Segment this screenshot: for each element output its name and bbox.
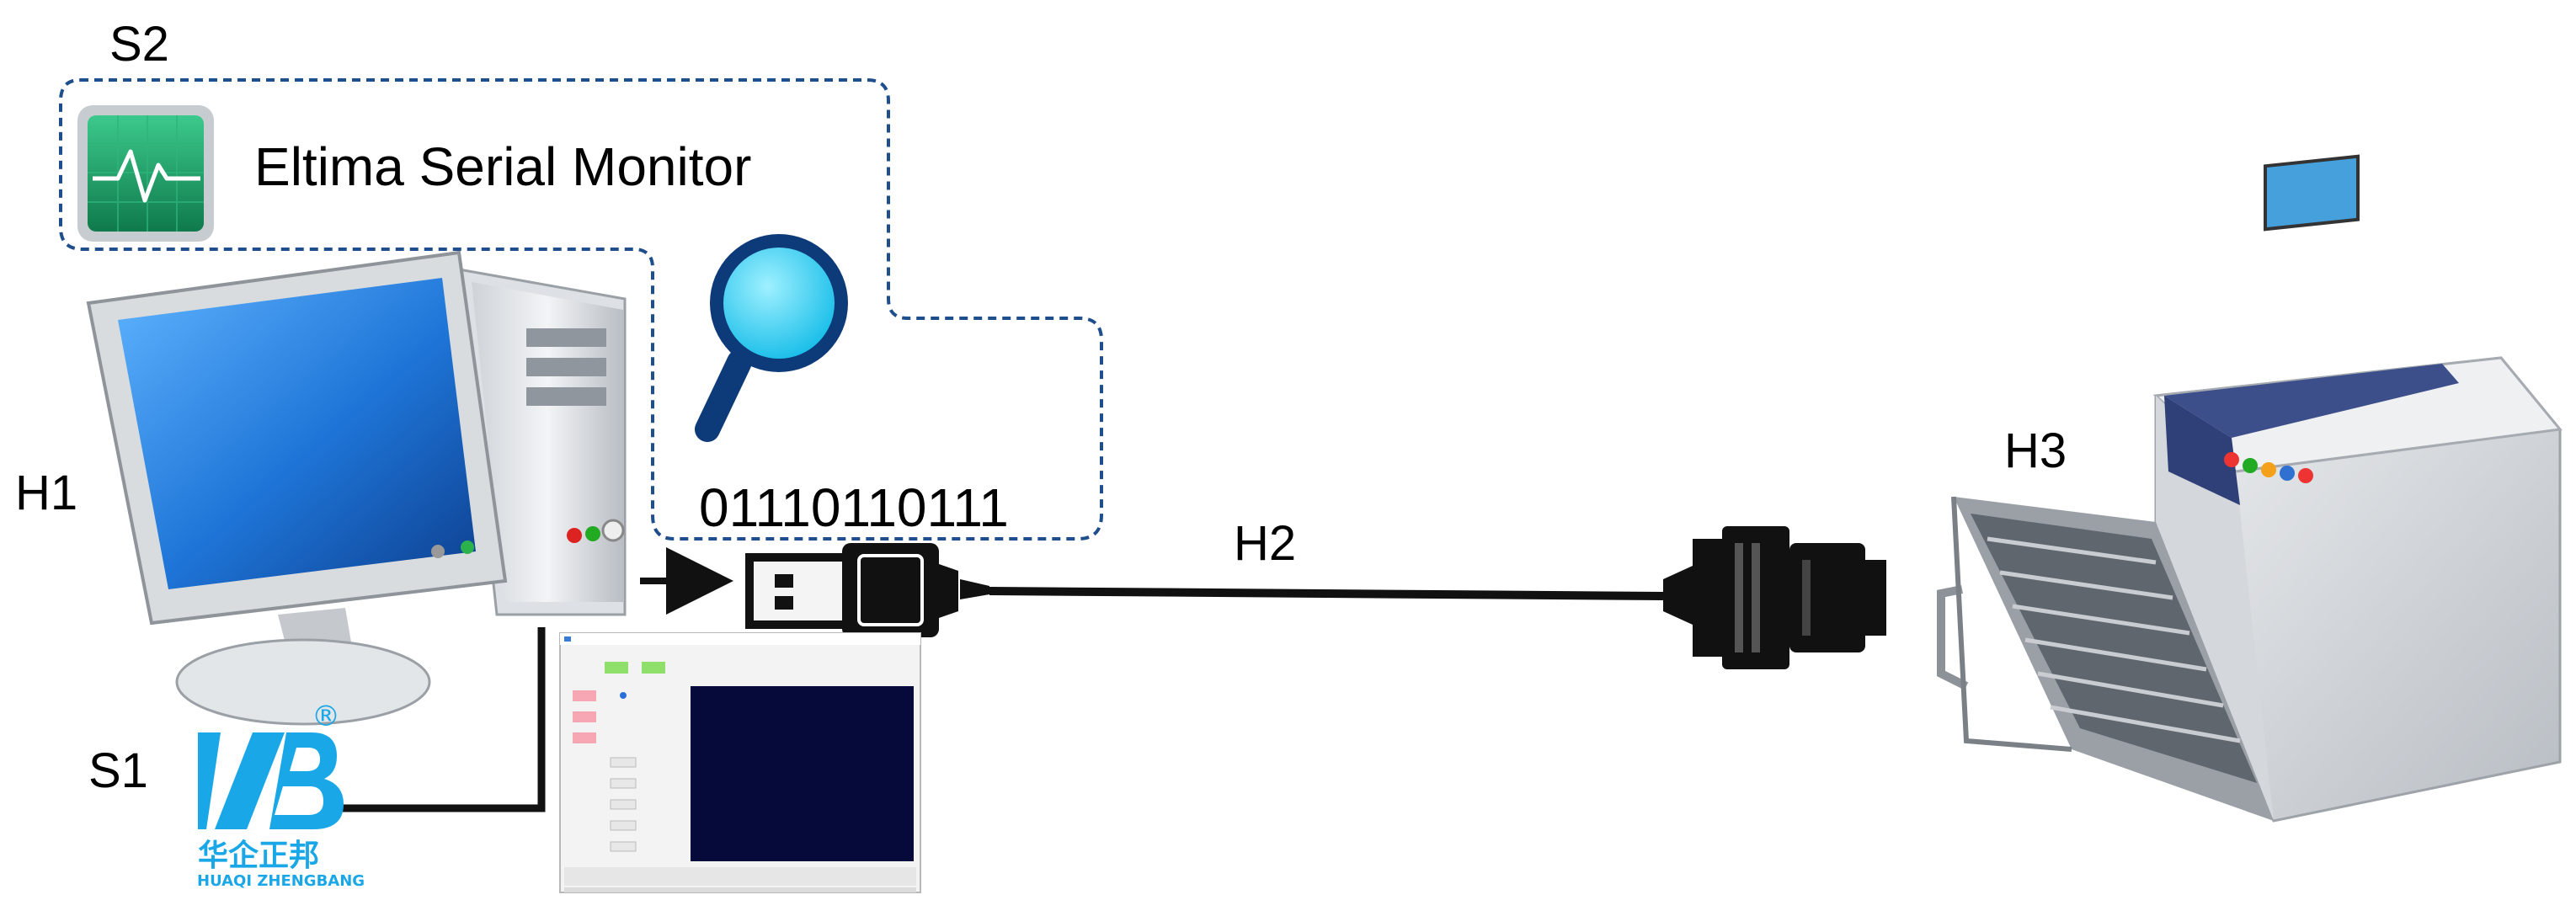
- serial-cable: [989, 587, 1664, 600]
- software-window-screenshot: [559, 632, 921, 893]
- label-h2: H2: [1234, 516, 1296, 571]
- label-h3: H3: [2004, 423, 2067, 478]
- logo-name-cn: 华企正邦: [198, 838, 319, 873]
- registered-mark: ®: [312, 700, 340, 733]
- s1-connection-line: [337, 627, 546, 812]
- huaqi-zhengbang-logo: ® 华企正邦 HUAQI ZHENGBANG: [197, 700, 365, 890]
- db9-serial-connector-icon: [1663, 526, 1886, 669]
- monitor-app-name: Eltima Serial Monitor: [254, 136, 751, 197]
- magnifier-icon: [695, 234, 848, 442]
- label-s1: S1: [88, 743, 148, 798]
- logo-name-en: HUAQI ZHENGBANG: [197, 872, 365, 890]
- binary-stream: 01110110111: [699, 477, 1009, 538]
- desktop-computer-icon: [86, 250, 627, 726]
- reflow-oven-icon: [1937, 154, 2563, 823]
- usb-connector-icon: [745, 543, 989, 637]
- label-s2: S2: [109, 17, 169, 72]
- heartbeat-monitor-icon: [77, 105, 214, 242]
- label-h1: H1: [15, 466, 77, 520]
